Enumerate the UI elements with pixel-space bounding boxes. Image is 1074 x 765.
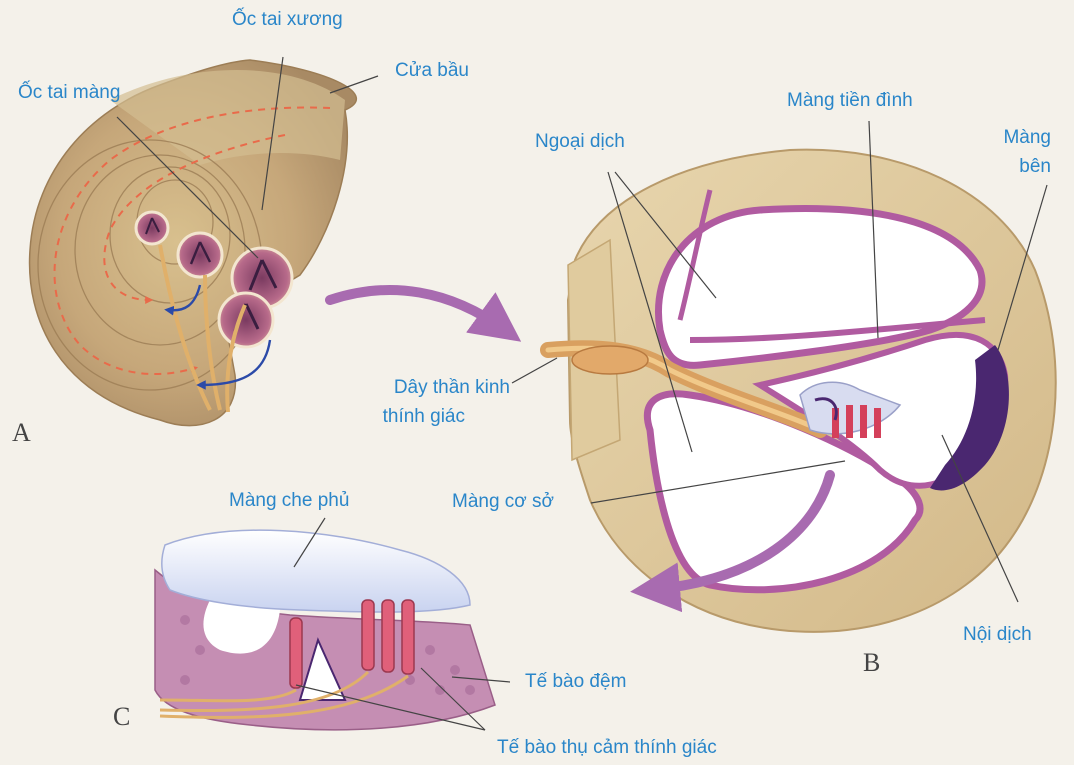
label-noi-dich: Nội dịch <box>963 623 1032 647</box>
leader-day-than-kinh <box>512 358 557 383</box>
label-mang-ben-line2: bên <box>985 155 1051 179</box>
spiral-ganglion <box>572 346 648 374</box>
label-mang-ben-line1: Màng <box>985 126 1051 150</box>
label-day-than-kinh-line2: thính giác <box>350 405 465 429</box>
label-oc-tai-mang: Ốc tai màng <box>18 81 120 105</box>
label-day-than-kinh-line1: Dây thần kinh <box>350 376 510 400</box>
label-oc-tai-xuong: Ốc tai xương <box>232 8 343 32</box>
label-mang-co-so: Màng cơ sở <box>452 490 554 514</box>
label-cua-bau: Cửa bầu <box>395 59 469 83</box>
panel-c-organ-of-corti <box>155 530 495 730</box>
label-te-bao-dem: Tế bào đệm <box>525 670 626 694</box>
label-mang-che-phu: Màng che phủ <box>229 489 349 513</box>
label-ngoai-dich: Ngoại dịch <box>535 130 625 154</box>
label-te-bao-thu-cam: Tế bào thụ cảm thính giác <box>497 736 717 760</box>
arrow-a-to-b <box>330 290 505 330</box>
label-mang-tien-dinh: Màng tiền đình <box>787 89 913 113</box>
panel-letter-c: C <box>113 702 130 732</box>
tectorial-membrane <box>162 530 470 612</box>
panel-letter-a: A <box>12 418 31 448</box>
panel-letter-b: B <box>863 648 880 678</box>
panel-b-cross-section <box>548 150 1056 632</box>
panel-a-cochlea <box>30 60 357 426</box>
